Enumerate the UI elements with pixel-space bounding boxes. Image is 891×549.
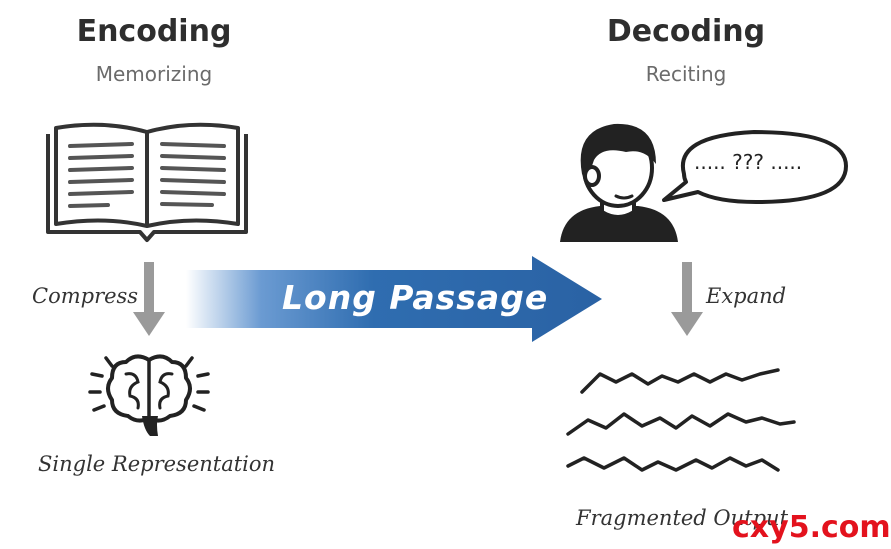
- decoding-subtitle: Reciting: [645, 62, 727, 86]
- decoding-title: Decoding: [606, 14, 766, 49]
- expand-label: Expand: [706, 284, 787, 308]
- brain-icon: [88, 354, 210, 436]
- long-passage-arrow: [186, 256, 602, 342]
- fragmented-output-label: Fragmented Output: [576, 506, 789, 530]
- long-passage-label: Long Passage: [282, 278, 549, 317]
- encoding-title: Encoding: [76, 14, 232, 49]
- down-arrow-icon: [671, 262, 703, 336]
- fragmented-lines-icon: [566, 368, 796, 472]
- speech-bubble-icon: [662, 130, 848, 204]
- watermark-text: cxy5.com: [732, 510, 891, 545]
- person-icon: [560, 123, 678, 242]
- speech-text: ..... ??? .....: [694, 150, 803, 174]
- compress-label: Compress: [32, 284, 139, 308]
- single-representation-label: Single Representation: [38, 452, 276, 476]
- down-arrow-icon: [133, 262, 165, 336]
- book-icon: [46, 122, 248, 242]
- encoding-subtitle: Memorizing: [95, 62, 213, 86]
